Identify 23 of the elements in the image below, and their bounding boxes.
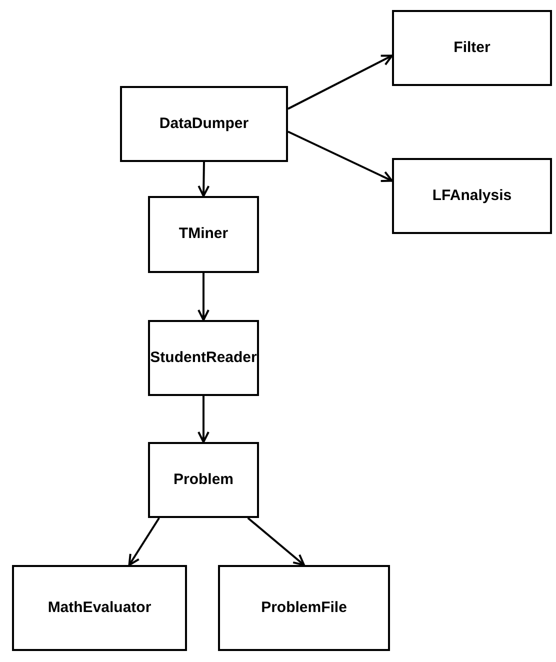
- module-name: LFAnalysis: [432, 186, 512, 206]
- arrow: [288, 130, 393, 182]
- module-box: [148, 196, 259, 273]
- arrow: [128, 517, 160, 566]
- module-name: Filter: [454, 38, 490, 58]
- module-name: StudentReader: [150, 348, 257, 368]
- module-name: Problem: [173, 470, 234, 490]
- arrow: [198, 273, 210, 321]
- module-box: [12, 565, 187, 651]
- arrow: [288, 54, 393, 110]
- module-box: [120, 86, 288, 162]
- module-box: [218, 565, 390, 651]
- module-name: DataDumper: [159, 114, 249, 134]
- arrow: [247, 517, 305, 566]
- arrow: [198, 396, 210, 443]
- arrow: [198, 162, 210, 197]
- module-box: [148, 442, 259, 518]
- module-name: MathEvaluator: [48, 598, 152, 618]
- module-box: [148, 320, 259, 396]
- module-name: TMiner: [178, 224, 228, 244]
- module-box: [392, 158, 552, 234]
- module-name: ProblemFile: [261, 598, 347, 618]
- module-box: [392, 10, 552, 86]
